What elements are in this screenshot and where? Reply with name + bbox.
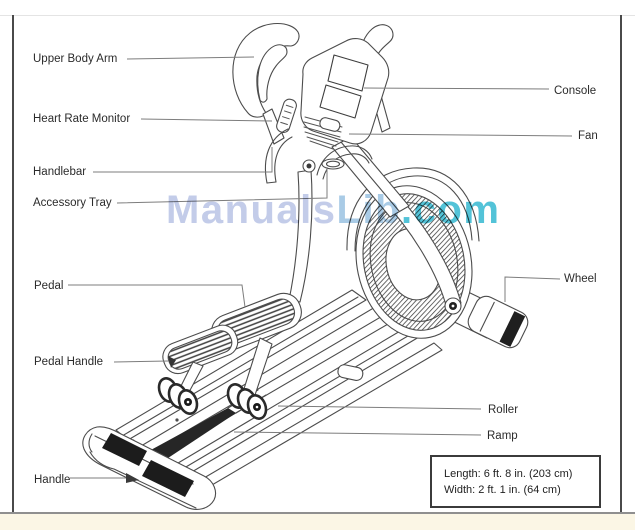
label-accessory-tray: Accessory Tray — [33, 197, 112, 209]
leader-upper-body-arm — [126, 56, 255, 60]
leader-wheel — [504, 276, 561, 302]
label-fan: Fan — [578, 130, 598, 142]
leader-lines — [68, 56, 573, 483]
page-frame-left — [12, 15, 14, 513]
accessory-tray-shape — [321, 158, 345, 170]
label-pedal: Pedal — [34, 280, 64, 292]
roller-rear — [226, 383, 268, 420]
leader-ramp — [233, 431, 482, 436]
dimension-length: Length: 6 ft. 8 in. (203 cm) — [444, 468, 573, 480]
label-roller: Roller — [488, 404, 519, 416]
label-console: Console — [554, 85, 597, 97]
leader-pedal — [68, 284, 246, 308]
label-heart-rate-monitor: Heart Rate Monitor — [33, 113, 131, 125]
leader-console — [363, 87, 550, 90]
crank-bolt — [444, 297, 462, 315]
dimensions-box: Length: 6 ft. 8 in. (203 cm) Width: 2 ft… — [430, 455, 601, 508]
leader-heart-rate-monitor — [140, 118, 273, 122]
footer-strip — [0, 514, 635, 530]
leader-accessory-tray — [116, 167, 328, 204]
machine-illustration — [82, 22, 529, 510]
pedal-handle-tip — [168, 356, 176, 368]
leader-pedal-handle — [113, 360, 169, 363]
label-upper-body-arm: Upper Body Arm — [33, 53, 118, 65]
leader-handlebar — [93, 147, 273, 173]
label-wheel: Wheel — [564, 273, 597, 285]
label-handlebar: Handlebar — [33, 166, 87, 178]
leader-roller — [277, 405, 482, 410]
label-ramp: Ramp — [487, 430, 518, 442]
leader-fan — [348, 133, 573, 137]
dimension-width: Width: 2 ft. 1 in. (64 cm) — [444, 484, 561, 496]
page-frame-top — [0, 15, 635, 16]
heart-rate-monitor-grip — [276, 98, 297, 134]
label-handle: Handle — [34, 474, 71, 486]
leader-handle-arrowhead — [126, 473, 139, 483]
flywheel-cover — [346, 167, 480, 251]
upper-body-arm-left — [232, 22, 300, 145]
page-frame-bottom — [0, 512, 635, 514]
console — [300, 38, 390, 150]
swing-arm-left — [288, 169, 313, 303]
roller-front — [157, 377, 199, 415]
label-pedal-handle: Pedal Handle — [34, 356, 104, 368]
page-frame-right — [620, 15, 622, 513]
front-handle-bar — [82, 426, 217, 510]
pedal-lower — [162, 324, 239, 375]
